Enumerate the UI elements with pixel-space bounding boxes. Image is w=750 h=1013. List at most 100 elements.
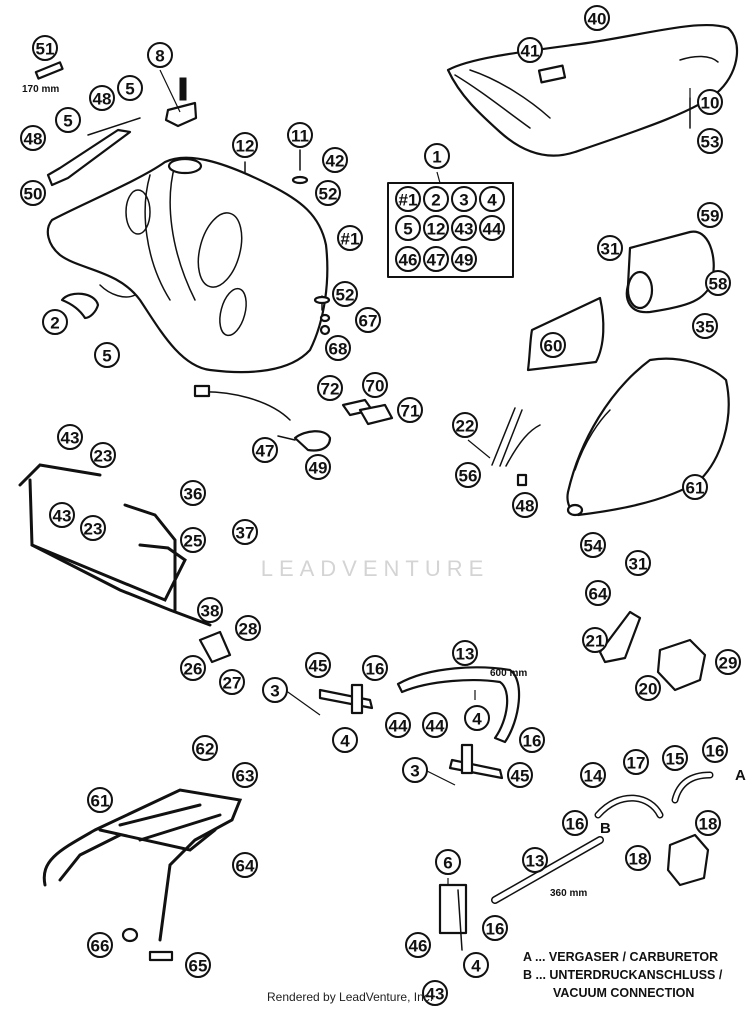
callout-label: 70: [366, 377, 385, 396]
callout-c8: 8: [147, 42, 173, 68]
callout-label: 46: [399, 251, 418, 270]
callout-c5a: 5: [117, 75, 143, 101]
callout-label: 12: [427, 220, 446, 239]
callout-label: 13: [526, 852, 545, 871]
callout-c72: 72: [317, 375, 343, 401]
callout-c63: 63: [232, 762, 258, 788]
callout-c13b: 13: [522, 847, 548, 873]
callout-label: 52: [336, 286, 355, 305]
callout-c52a: 52: [315, 180, 341, 206]
callout-k41: #1: [395, 186, 421, 212]
legend-line-b-cont: VACUUM CONNECTION: [553, 986, 695, 1000]
callout-label: 13: [456, 645, 475, 664]
callout-label: 43: [61, 429, 80, 448]
callout-label: 25: [184, 532, 203, 551]
callout-c45b: 45: [507, 762, 533, 788]
callout-label: 66: [91, 937, 110, 956]
callout-c44b: 44: [422, 712, 448, 738]
callout-c18b: 18: [625, 845, 651, 871]
callout-label: 63: [236, 767, 255, 786]
callout-c3b: 3: [402, 757, 428, 783]
callout-c5b: 5: [55, 107, 81, 133]
callout-c15: 15: [662, 745, 688, 771]
callout-label: 62: [196, 740, 215, 759]
callout-k49: 49: [451, 246, 477, 272]
callout-c64b: 64: [232, 852, 258, 878]
callout-c41: 41: [517, 37, 543, 63]
callout-label: 44: [483, 220, 502, 239]
callout-label: 71: [401, 402, 420, 421]
callout-c70: 70: [362, 372, 388, 398]
callout-c21: 21: [582, 627, 608, 653]
callout-c16d: 16: [562, 810, 588, 836]
callout-c4c: 4: [463, 952, 489, 978]
callout-label: 41: [521, 42, 540, 61]
callout-label: 26: [184, 660, 203, 679]
measure-360mm: 360 mm: [550, 888, 587, 899]
callout-label: 2: [431, 191, 440, 210]
callout-c38: 38: [197, 597, 223, 623]
callout-c43a: 43: [57, 424, 83, 450]
callout-label: 4: [471, 957, 481, 976]
callout-label: 14: [584, 767, 603, 786]
callout-c46: 46: [405, 932, 431, 958]
callout-label: 52: [319, 185, 338, 204]
callout-label: 72: [321, 380, 340, 399]
callout-label: 40: [588, 10, 607, 29]
callout-c3a: 3: [262, 677, 288, 703]
callout-label: 3: [270, 682, 279, 701]
handle-bracket-part: [18, 463, 212, 627]
clamp-part: [34, 61, 64, 80]
callout-label: 28: [239, 620, 258, 639]
callout-k3: 3: [451, 186, 477, 212]
callout-label: 29: [719, 654, 738, 673]
footer-credit: Rendered by LeadVenture, Inc.: [267, 990, 434, 1004]
callout-label: 16: [566, 815, 585, 834]
callout-c13a: 13: [452, 640, 478, 666]
callout-c66: 66: [87, 932, 113, 958]
callout-label: 18: [629, 850, 648, 869]
callout-label: 54: [584, 537, 603, 556]
callout-k47: 47: [423, 246, 449, 272]
callout-c14: 14: [580, 762, 606, 788]
callout-label: 38: [201, 602, 220, 621]
callout-c31b: 31: [625, 550, 651, 576]
callout-c29: 29: [715, 649, 741, 675]
callout-label: 17: [627, 754, 646, 773]
callout-label: #1: [341, 230, 360, 249]
callout-k12: 12: [423, 215, 449, 241]
callout-label: 22: [456, 417, 475, 436]
luggage-rack-part: [42, 788, 243, 942]
callout-label: 11: [291, 127, 309, 146]
callout-c48b: 48: [20, 125, 46, 151]
legend-line-b: B ... UNTERDRUCKANSCHLUSS /: [523, 968, 723, 982]
callout-k46: 46: [395, 246, 421, 272]
callout-c67: 67: [355, 307, 381, 333]
callout-label: 37: [236, 524, 255, 543]
callout-c45a: 45: [305, 652, 331, 678]
callout-label: 59: [701, 207, 720, 226]
legend-line-a: A ... VERGASER / CARBURETOR: [523, 950, 719, 964]
callout-c4a: 4: [332, 727, 358, 753]
callout-label: #1: [399, 191, 418, 210]
callout-label: 46: [409, 937, 428, 956]
callout-c43b: 43: [49, 502, 75, 528]
callout-c28: 28: [235, 615, 261, 641]
callout-c47: 47: [252, 437, 278, 463]
callout-c43c: 43: [422, 980, 448, 1006]
callout-label: 43: [426, 985, 445, 1004]
decal-part: [526, 296, 605, 372]
measure-600mm: 600 mm: [490, 668, 527, 679]
callout-label: 27: [223, 674, 242, 693]
watermark: LEADVENTURE: [260, 556, 490, 581]
callout-label: 47: [256, 442, 275, 461]
callout-c20: 20: [635, 675, 661, 701]
callout-label: 50: [24, 185, 43, 204]
callout-label: 5: [125, 80, 134, 99]
callout-c44a: 44: [385, 712, 411, 738]
callout-label: 48: [93, 90, 112, 109]
callout-c41b: #1: [337, 225, 363, 251]
callout-c16b: 16: [519, 727, 545, 753]
bracket-part: [46, 128, 132, 187]
